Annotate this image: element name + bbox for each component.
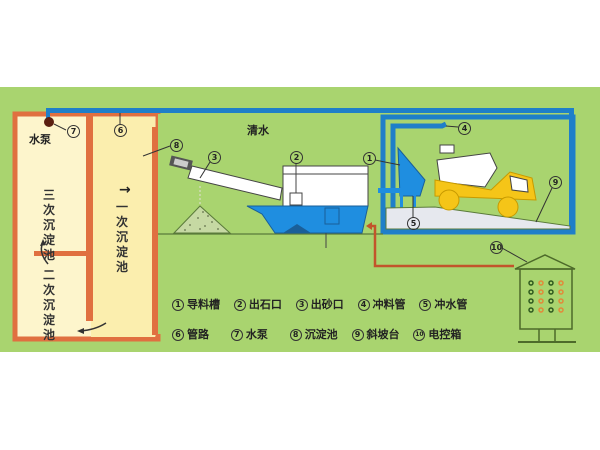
pool-divider-wall: [86, 113, 93, 321]
truck-wheel-front: [497, 196, 519, 218]
feed-chute: [397, 146, 426, 197]
stone-outlet: [289, 192, 303, 206]
flush-material-pipe: [390, 121, 448, 232]
callout-7: 7: [67, 125, 80, 138]
ramp-platform: [385, 206, 571, 230]
pipe-line: [46, 108, 574, 113]
secondary-pool-label: 二次沉淀池: [42, 268, 55, 342]
callout-9: 9: [549, 176, 562, 189]
sand-pile: [172, 205, 232, 234]
separator-water-tank: [246, 205, 369, 234]
pool-horizontal-wall: [34, 251, 88, 256]
pump-label: 水泵: [29, 133, 51, 146]
callout-1: 1: [363, 152, 376, 165]
mixer-drum: [436, 152, 498, 188]
primary-pool-fill: [91, 117, 155, 337]
flow-arrow-right: →: [119, 182, 131, 198]
control-box: [519, 268, 573, 330]
primary-pool-inner-wall: [152, 127, 158, 335]
clear-water-label: 清水: [247, 124, 269, 137]
callout-10: 10: [490, 241, 503, 254]
tertiary-pool-label: 三次沉淀池: [42, 188, 55, 262]
callout-6: 6: [114, 124, 127, 137]
callout-5: 5: [407, 217, 420, 230]
primary-pool-label: 一次沉淀池: [115, 200, 128, 274]
control-box-roof: [514, 254, 576, 270]
callout-8: 8: [170, 139, 183, 152]
truck-wheel-rear: [438, 189, 460, 211]
callout-2: 2: [290, 151, 303, 164]
pump-icon: [44, 117, 54, 127]
callout-4: 4: [458, 122, 471, 135]
screw-conveyor: [187, 165, 283, 201]
callout-3: 3: [208, 151, 221, 164]
